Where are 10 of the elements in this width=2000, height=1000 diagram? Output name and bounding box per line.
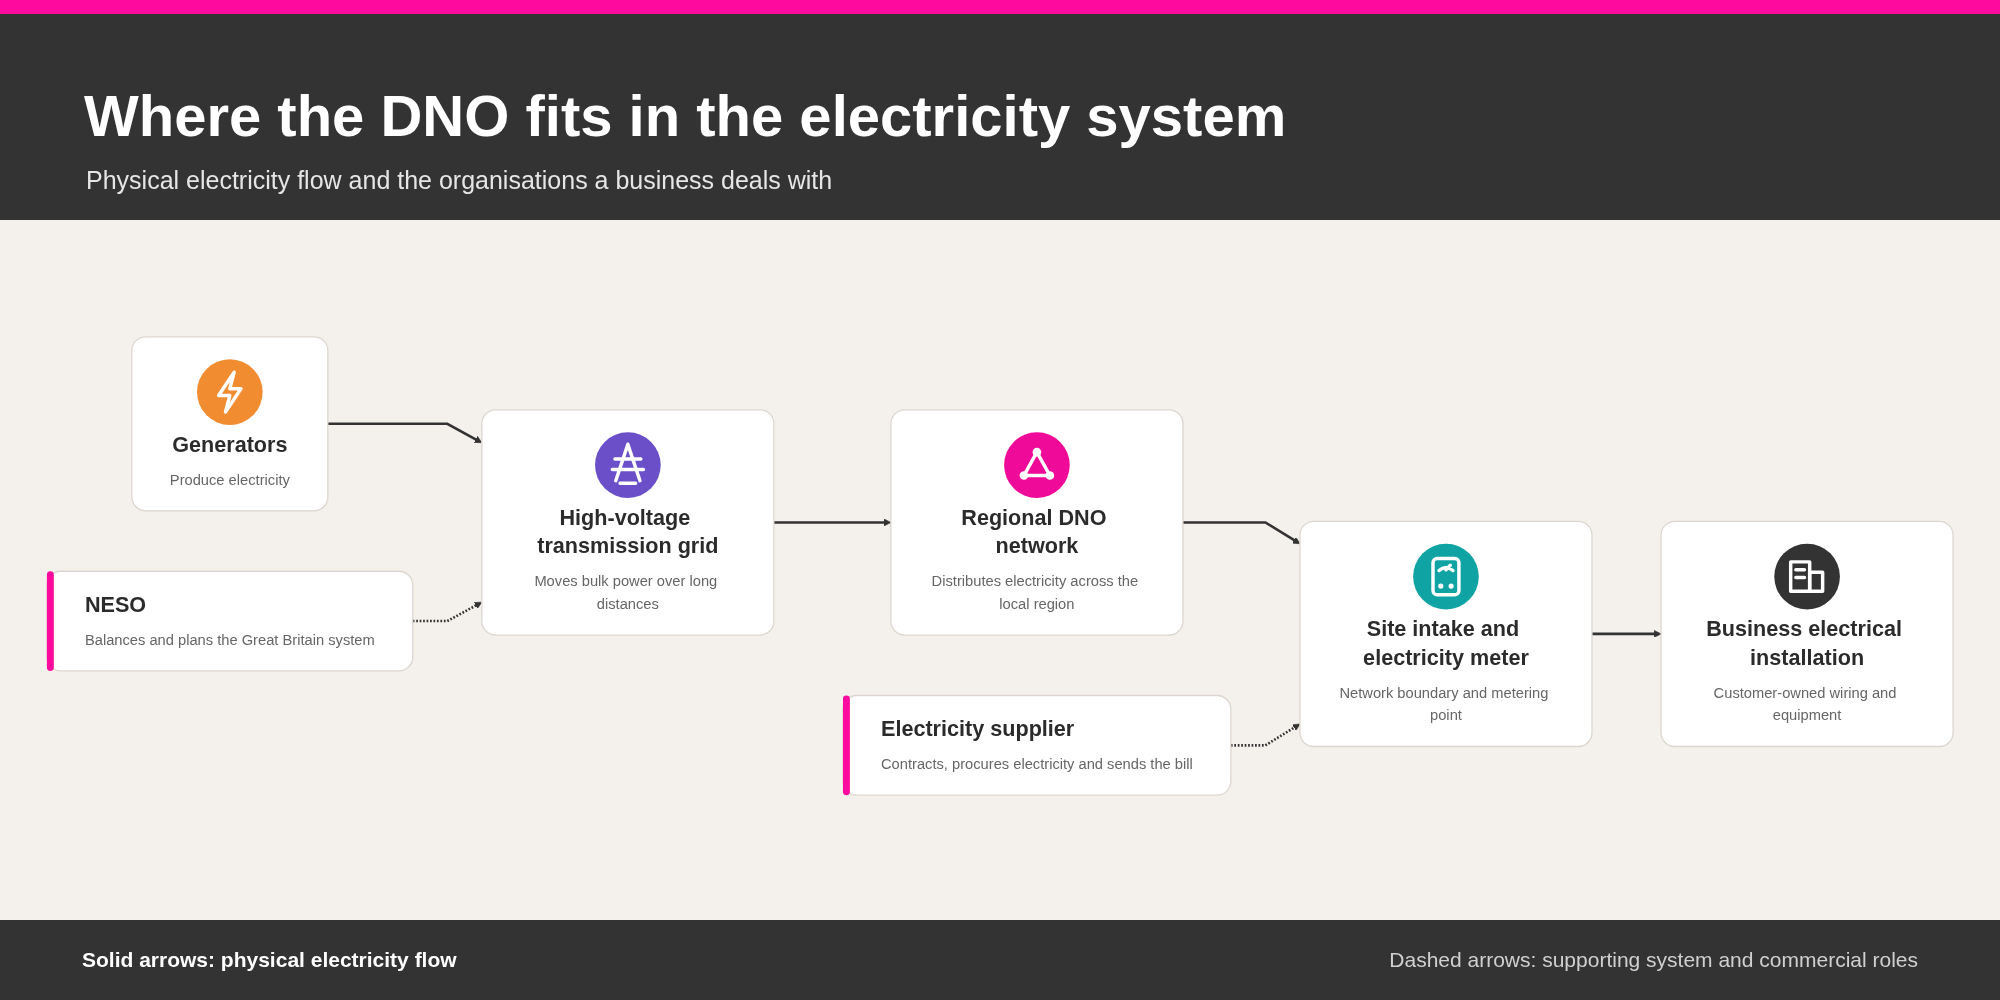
node-box: Regional DNO network Distributes electricity across the local region <box>890 409 1184 636</box>
footer-note: Solid arrows: physical electricity flow <box>82 948 457 972</box>
node-box: Business electrical installation Customer-owned wiring and equipment <box>1660 520 1954 748</box>
node-box: Site intake and electricity meter Network boundary and metering point <box>1299 520 1593 748</box>
title: Where the DNO fits in the electricity system <box>84 84 1288 148</box>
footer-note: Dashed arrows: supporting system and commercial roles <box>1389 948 1918 972</box>
arrow <box>1591 630 1662 638</box>
node-box: Generators Produce electricity <box>131 336 329 512</box>
node-box: High-voltage transmission grid Moves bulk power over long distances <box>481 409 775 636</box>
subtitle: Physical electricity flow and the organisations a business deals with <box>86 165 834 195</box>
